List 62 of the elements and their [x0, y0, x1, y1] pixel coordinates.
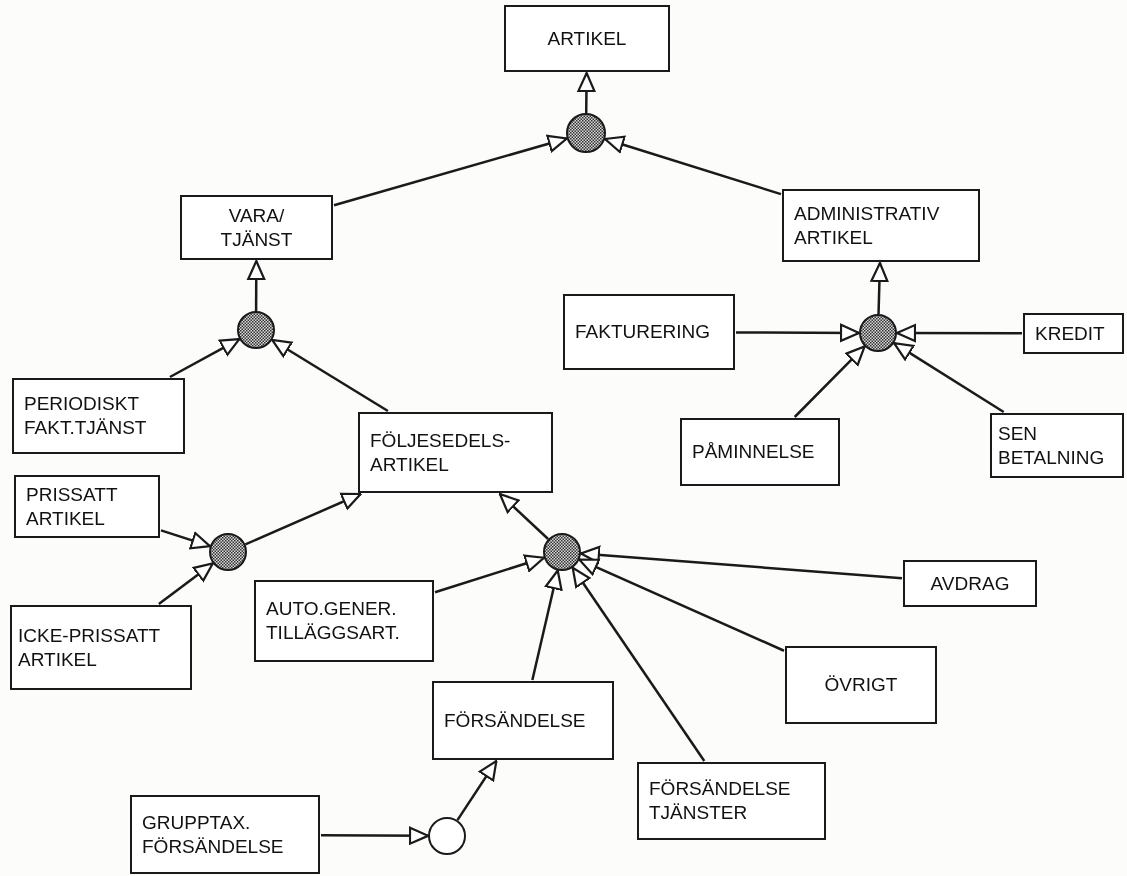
class-name: ÖVRIGT — [824, 673, 898, 697]
class-box — [180, 195, 333, 260]
class-box — [782, 189, 980, 262]
arrow — [158, 562, 214, 605]
junction-circle — [543, 533, 581, 571]
class-name: ADMINISTRATIV ARTIKEL — [794, 201, 941, 250]
class-name: PÅMINNELSE — [692, 440, 815, 464]
arrow — [604, 135, 782, 196]
class-box — [12, 378, 185, 454]
class-name: KREDIT — [1035, 321, 1105, 346]
class-name: FÖRSÄNDELSE TJÄNSTER — [649, 777, 792, 825]
class-name: VARA/ TJÄNST — [219, 203, 294, 252]
class-name: AVDRAG — [930, 571, 1010, 596]
class-box — [358, 412, 553, 493]
junction-circle — [428, 817, 466, 855]
arrow — [736, 323, 861, 342]
class-box — [785, 646, 937, 724]
class-name: FÖRSÄNDELSE — [444, 708, 586, 733]
class-box — [504, 5, 670, 72]
class-box — [254, 580, 434, 662]
class-box — [990, 413, 1124, 478]
class-box — [563, 294, 735, 370]
class-name: FAKTURERING — [575, 320, 711, 344]
class-name: ICKE-PRISSATT ARTIKEL — [18, 623, 161, 672]
class-box — [903, 560, 1037, 607]
class-box — [14, 475, 160, 538]
class-box — [432, 681, 614, 760]
junction-circle — [237, 311, 275, 349]
class-box — [1023, 313, 1124, 354]
class-box — [637, 762, 826, 840]
arrow — [244, 492, 362, 546]
arrow — [434, 554, 545, 594]
arrow — [531, 569, 563, 681]
arrow — [456, 759, 498, 821]
class-box — [10, 605, 192, 690]
class-name: FÖLJESEDELS- ARTIKEL — [370, 428, 512, 477]
arrow — [271, 338, 389, 413]
class-name: PERIODISKT FAKT.TJÄNST — [24, 392, 148, 440]
class-name: ARTIKEL — [547, 26, 627, 51]
junction-circle — [209, 533, 247, 571]
arrow — [893, 342, 1005, 414]
arrow — [160, 529, 211, 550]
class-name: PRISSATT ARTIKEL — [26, 482, 119, 531]
class-name: SEN BETALNING — [998, 421, 1106, 470]
arrow — [578, 558, 785, 652]
arrow — [333, 134, 568, 207]
junction-circle — [566, 113, 606, 153]
arrow — [793, 345, 866, 418]
class-box — [130, 795, 320, 874]
class-name: GRUPPTAX. FÖRSÄNDELSE — [142, 810, 285, 859]
arrow — [169, 338, 241, 379]
arrow — [579, 545, 903, 580]
class-box — [680, 418, 840, 486]
arrow — [571, 566, 706, 762]
class-name: AUTO.GENER. TILLÄGGSART. — [266, 597, 401, 645]
arrow — [577, 71, 596, 113]
arrow — [895, 324, 1022, 343]
arrow — [247, 259, 266, 311]
junction-circle — [859, 314, 897, 352]
arrow — [321, 826, 430, 845]
arrow — [498, 492, 549, 540]
arrow — [870, 261, 889, 315]
